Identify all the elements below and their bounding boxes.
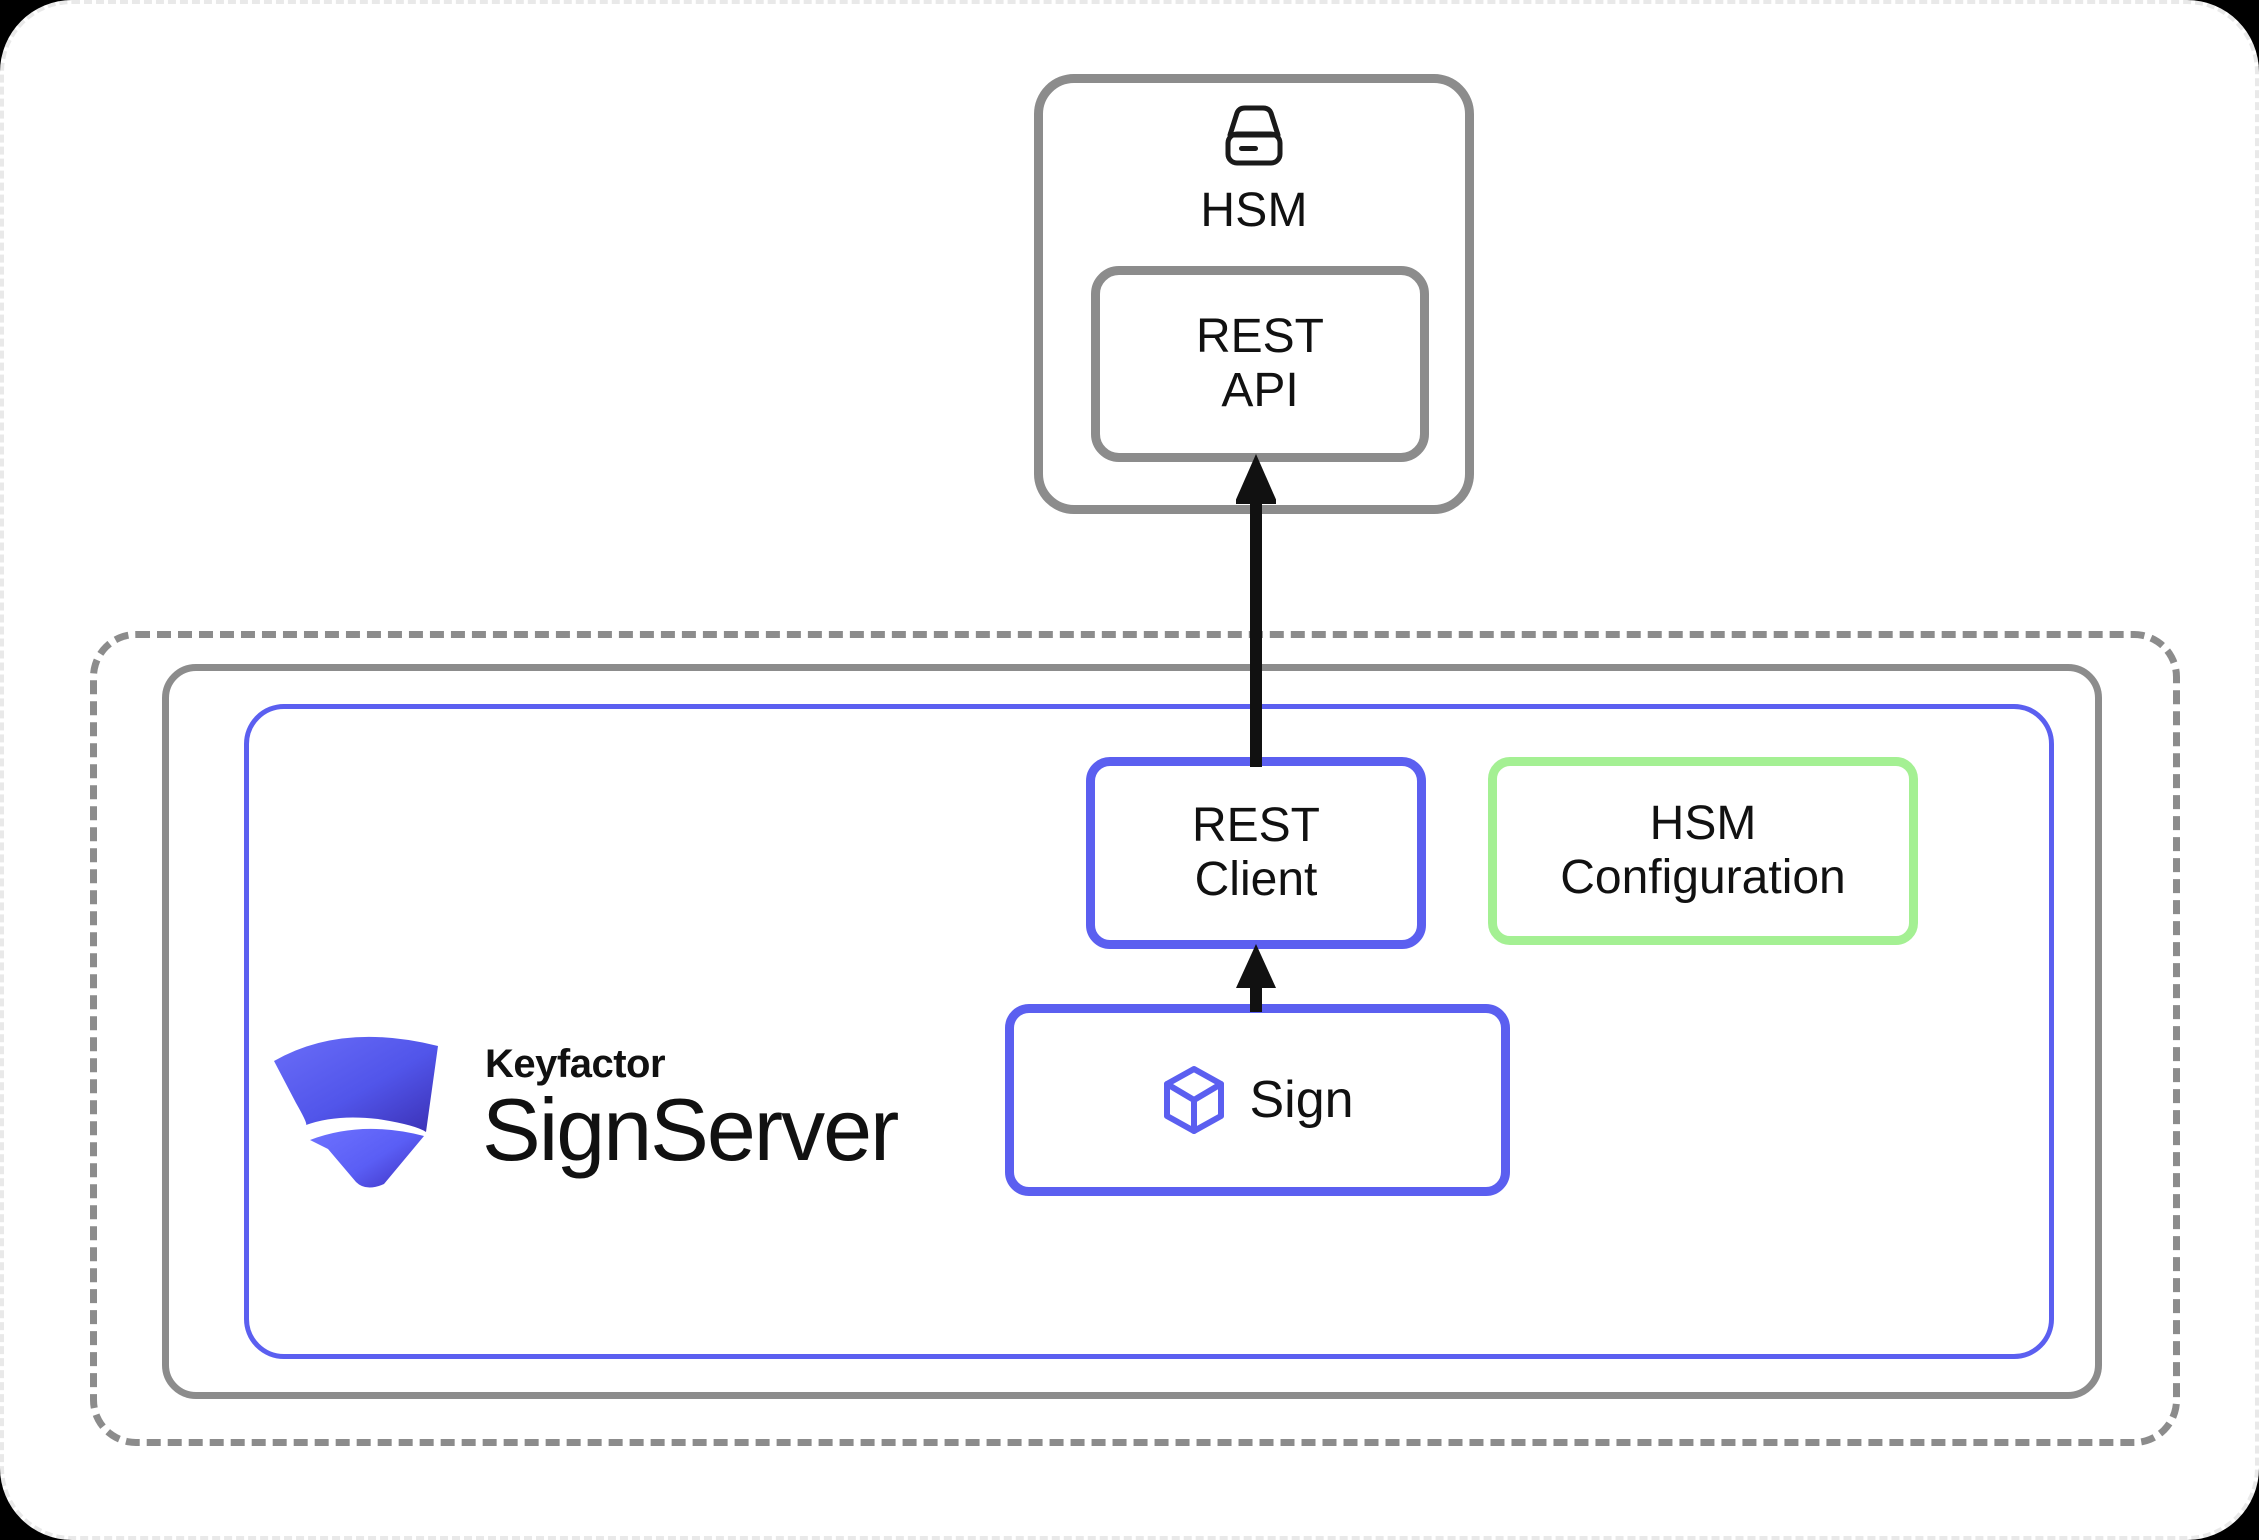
arrow-rest-client-to-rest-api — [1234, 452, 1278, 767]
hsm-configuration-box: HSM Configuration — [1488, 757, 1918, 945]
hsm-config-label-line2: Configuration — [1560, 851, 1846, 904]
hsm-label: HSM — [1200, 184, 1308, 237]
hsm-config-label-line1: HSM — [1649, 797, 1757, 851]
rest-api-box: REST API — [1091, 266, 1429, 462]
rest-client-label-line1: REST — [1191, 799, 1320, 853]
sign-worker-box: Sign — [1005, 1004, 1510, 1196]
signserver-wordmark: Keyfactor SignServer — [482, 1042, 899, 1179]
rest-client-label-line2: Client — [1194, 853, 1318, 906]
rest-client-box: REST Client — [1086, 757, 1426, 949]
logo-product-signserver: SignServer — [482, 1080, 899, 1179]
logo-brand-keyfactor: Keyfactor — [485, 1042, 666, 1086]
arrow-sign-to-rest-client — [1236, 942, 1276, 1012]
signserver-container — [244, 704, 2054, 1359]
keyfactor-fan-logo-icon — [266, 1024, 456, 1194]
hsm-device-icon — [1217, 105, 1291, 167]
host-container — [162, 664, 2102, 1399]
rest-api-label-line2: API — [1221, 364, 1299, 417]
signserver-logo: Keyfactor SignServer — [266, 1014, 946, 1204]
rest-api-label-line1: REST — [1195, 310, 1324, 364]
deployment-boundary — [90, 631, 2180, 1446]
sign-worker-label: Sign — [1249, 1071, 1354, 1129]
cube-icon — [1161, 1065, 1227, 1135]
